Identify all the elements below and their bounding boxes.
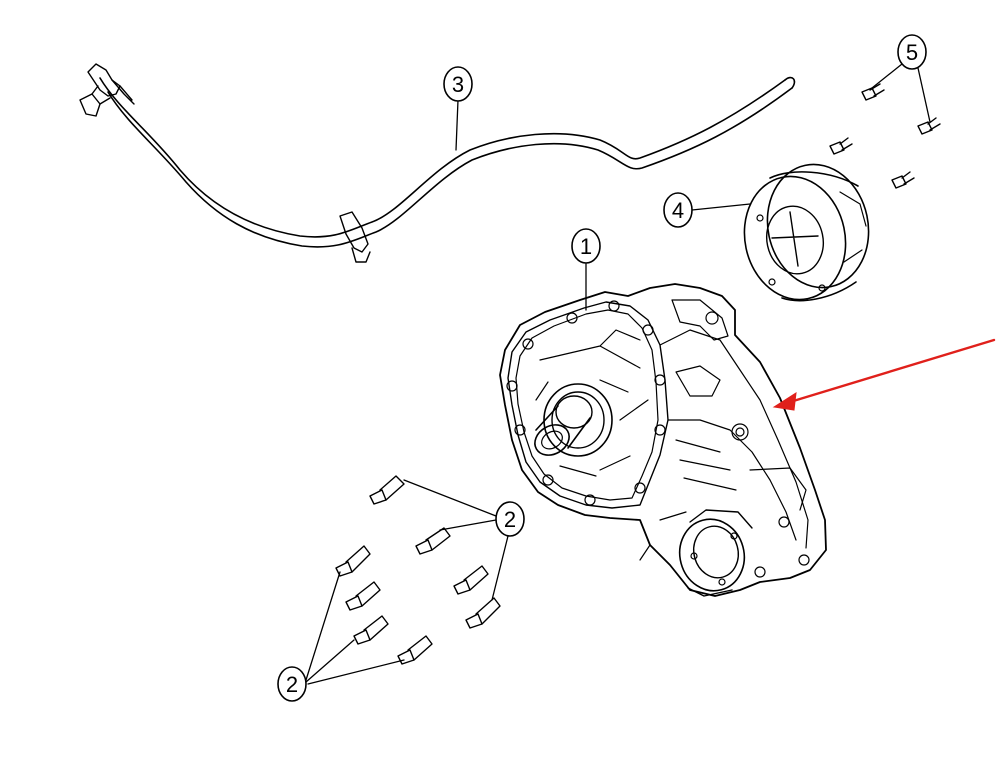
callout-5: 5 (897, 34, 927, 70)
screw-5a (861, 83, 885, 101)
callout-1-label: 1 (580, 234, 592, 259)
screw-5d (891, 171, 915, 189)
callout-2-upper-label: 2 (504, 507, 516, 532)
bolt-2d (453, 565, 489, 595)
screw-5b (917, 117, 941, 135)
screw-5c (829, 137, 853, 155)
part-5-screws (829, 83, 941, 189)
bolt-2c (335, 545, 371, 577)
bolt-2g (353, 615, 389, 645)
bolt-2a (369, 475, 405, 505)
red-indicator-arrow (772, 338, 996, 411)
bolt-2f (465, 597, 501, 629)
callout-3: 3 (443, 66, 473, 102)
callout-4-label: 4 (672, 198, 684, 223)
callout-2-lower-label: 2 (286, 672, 298, 697)
callout-4: 4 (663, 192, 693, 228)
callout-3-label: 3 (452, 72, 464, 97)
bolt-2b (415, 527, 451, 555)
callout-5-label: 5 (906, 40, 918, 65)
part-4-ring-module (743, 163, 870, 302)
part-1-transfer-case (499, 283, 827, 597)
leader-lines (305, 63, 931, 685)
callout-1: 1 (571, 228, 601, 264)
callout-2-lower: 2 (277, 666, 307, 702)
part-3-cable (79, 63, 796, 263)
callout-2-upper: 2 (495, 501, 525, 537)
part-2-bolts (335, 475, 501, 665)
bolt-2e (345, 581, 381, 611)
